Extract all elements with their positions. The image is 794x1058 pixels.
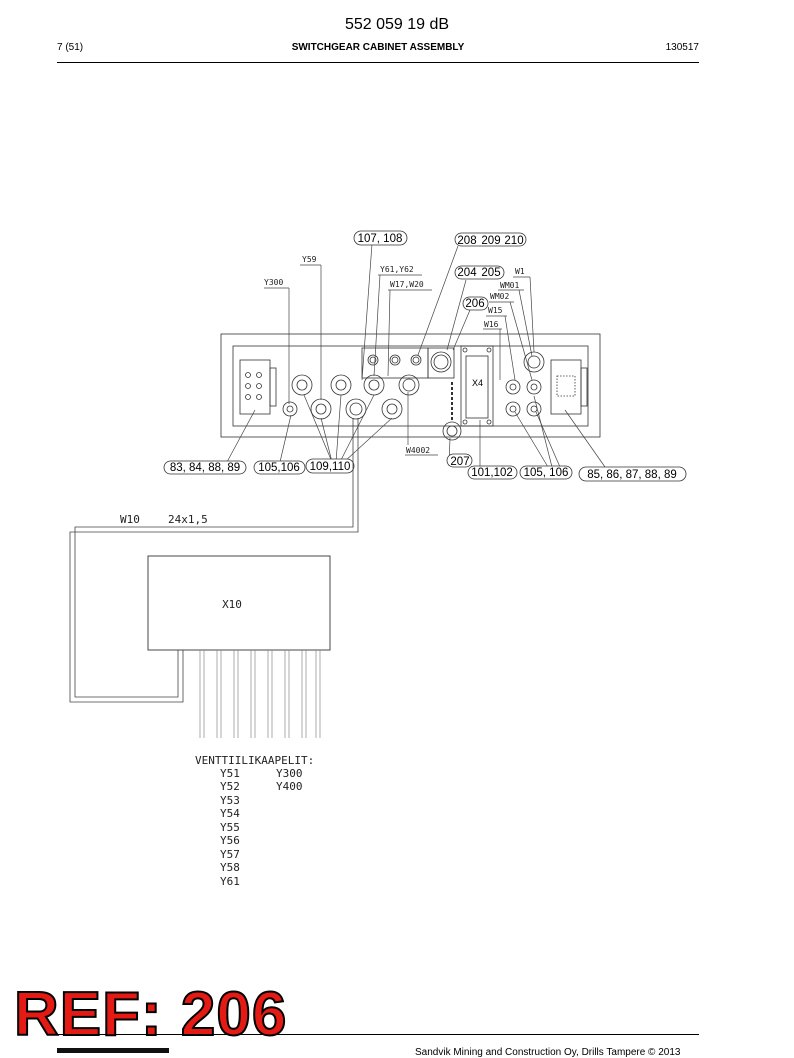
callout-109-110: 109,110 [310,461,351,473]
label-x10: X10 [222,598,242,611]
label-wm01: WM01 [500,281,519,290]
callout-204: 204 [457,267,477,279]
label-y300: Y300 [264,278,283,287]
callout-107-108: 107, 108 [358,233,403,245]
header-rule [57,62,699,63]
label-y61-y62: Y61,Y62 [380,265,414,274]
cabinet-inner-frame [232,345,589,427]
callout-208: 208 [457,235,476,247]
callout-205: 205 [481,267,500,279]
label-w10: W10 [120,513,140,526]
label-wm02: WM02 [490,292,509,301]
callout-105-106-left: 105,106 [258,462,300,474]
label-w17-w20: W17,W20 [390,280,424,289]
w10-cable-inner [69,418,359,703]
callout-210: 210 [504,235,523,247]
x10-box [147,555,331,651]
left-connector-block [239,359,271,415]
callout-105-106-right: 105, 106 [524,467,569,479]
ref-stamp: REF: 206 [13,980,288,1049]
sandvik-logo [57,1048,169,1053]
valve-y53: Y53 [220,794,240,807]
valve-y51: Y51 [220,767,240,780]
valve-y400: Y400 [276,780,303,793]
valve-y52: Y52 [220,780,240,793]
valve-y57: Y57 [220,848,240,861]
callout-85-86-87-88-89: 85, 86, 87, 88, 89 [587,469,677,481]
document-date: 130517 [665,42,699,53]
label-w1: W1 [515,267,525,276]
section-title: SWITCHGEAR CABINET ASSEMBLY [291,42,465,53]
valve-y55: Y55 [220,821,240,834]
footer-rule [57,1034,699,1035]
valve-y61: Y61 [220,875,240,888]
valve-y54: Y54 [220,807,240,820]
label-w16: W16 [484,320,499,329]
callout-209: 209 [481,235,500,247]
label-y59: Y59 [302,255,317,264]
right-connector-block [550,359,582,415]
x4-block [460,345,494,427]
label-w4002: W4002 [406,446,430,455]
w10-cable-outer [74,418,354,698]
cabinet-outer-frame [220,333,601,438]
document-title: 552 059 19 dB [344,16,450,33]
callout-101-102: 101,102 [471,467,513,479]
valve-y56: Y56 [220,834,240,847]
label-w15: W15 [488,306,503,315]
callout-83-84-88-89: 83, 84, 88, 89 [170,462,240,474]
label-x4: X4 [472,378,483,388]
valve-y300: Y300 [276,767,303,780]
callout-206: 206 [465,298,484,310]
callout-207: 207 [450,456,469,468]
valve-y58: Y58 [220,861,240,874]
label-cable-spec: 24x1,5 [168,513,208,526]
valve-cables-title: VENTTIILIKAAPELIT: [195,754,314,767]
page-number: 7 (51) [57,42,84,53]
